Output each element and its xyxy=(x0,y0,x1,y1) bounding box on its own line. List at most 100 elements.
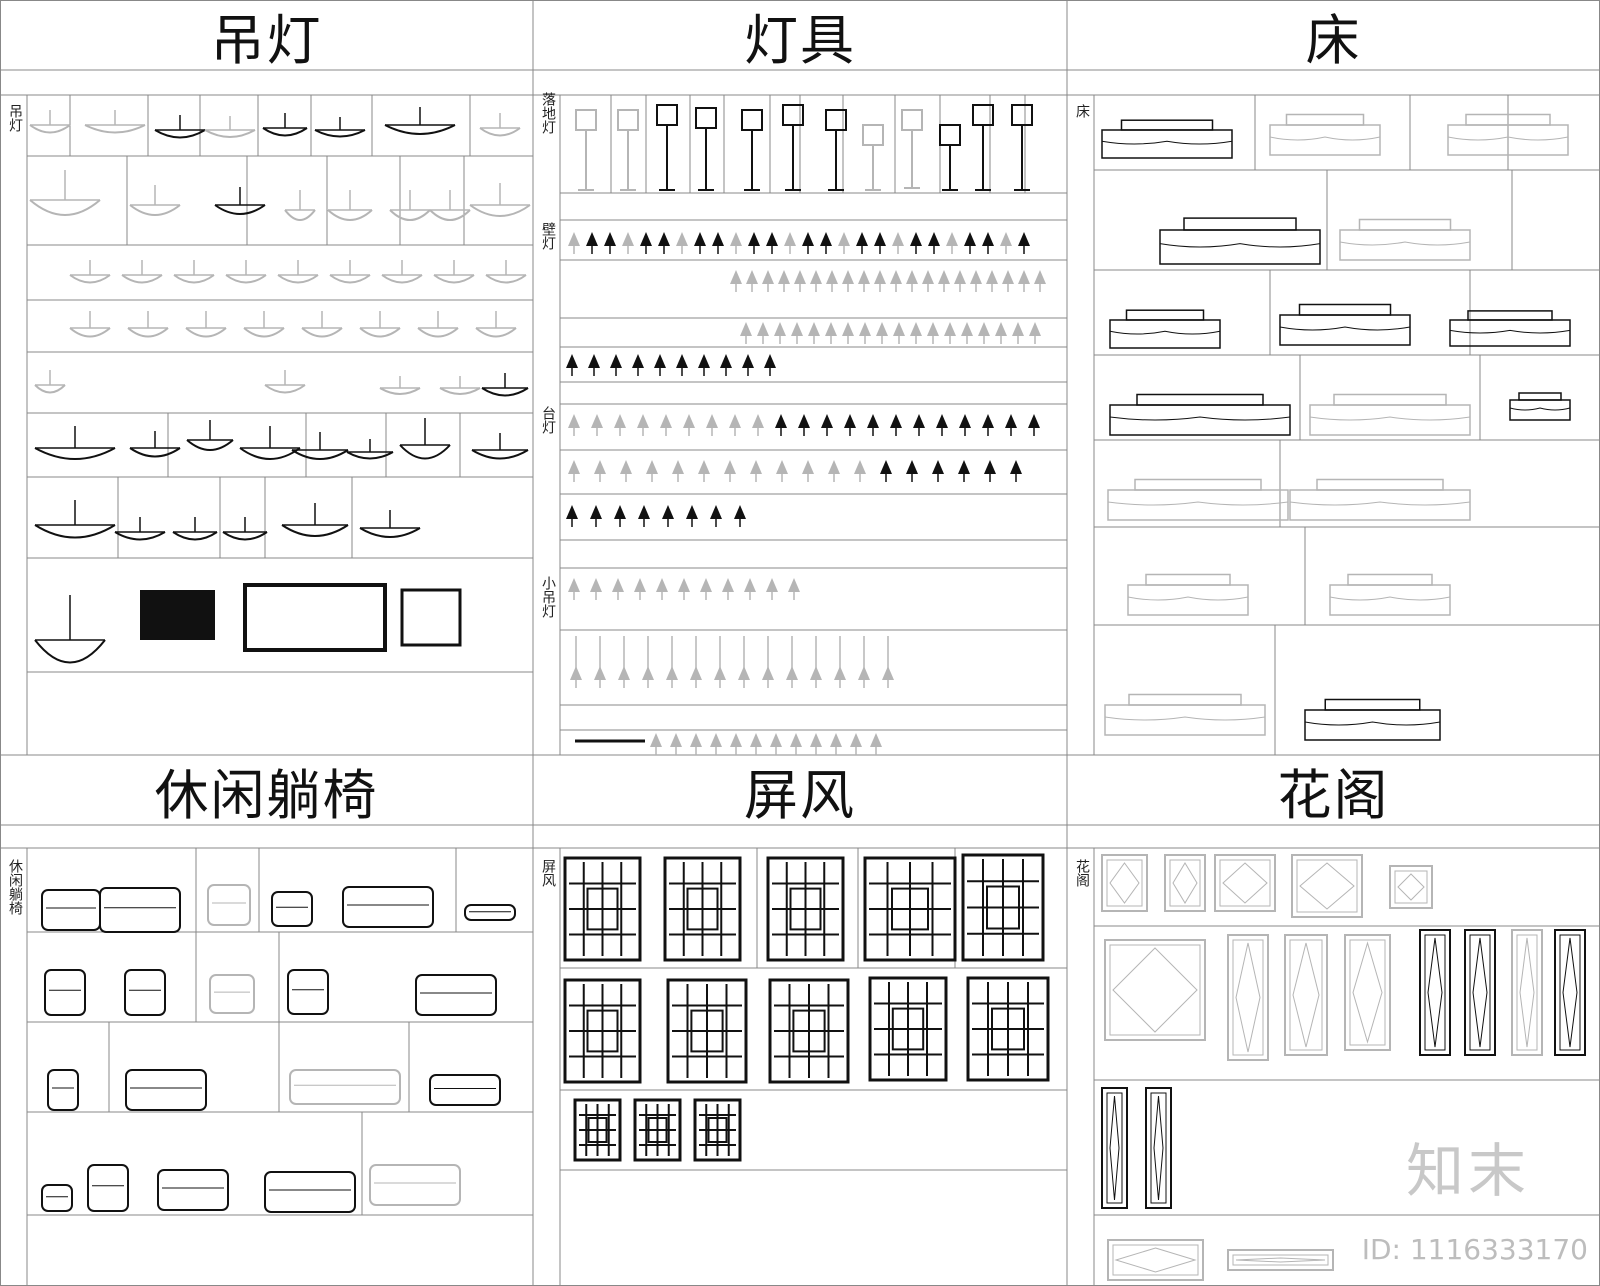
lamp-icon xyxy=(810,270,822,284)
chandelier-icon xyxy=(262,127,308,137)
lamp-icon xyxy=(1029,322,1041,336)
bed-icon xyxy=(1309,416,1471,421)
chandelier-icon xyxy=(186,439,234,451)
screen-icon xyxy=(961,853,1045,962)
lamp-icon xyxy=(1012,322,1024,336)
sofa-icon xyxy=(415,974,497,1016)
lamp-icon xyxy=(778,270,790,284)
panel-lounge-chairs: 休闲躺椅 休闲躺椅 xyxy=(0,755,533,1286)
lattice-icon xyxy=(1419,929,1451,1056)
lamp-icon xyxy=(850,733,862,747)
lamp-icon xyxy=(1010,460,1022,474)
screen-icon xyxy=(891,1007,925,1051)
lamp-icon xyxy=(834,666,846,680)
lamp-icon xyxy=(982,414,994,428)
lamp-icon xyxy=(1005,414,1017,428)
lamp-icon xyxy=(660,414,672,428)
bed-icon xyxy=(1329,596,1451,601)
lamp-icon xyxy=(986,270,998,284)
chandelier-icon xyxy=(301,327,343,338)
lamp-icon xyxy=(690,666,702,680)
lamp-icon xyxy=(890,414,902,428)
screen-icon xyxy=(792,1009,826,1053)
lamp-icon xyxy=(946,232,958,246)
bed-icon xyxy=(1127,596,1249,601)
lamp-icon xyxy=(892,232,904,246)
lattice-icon xyxy=(1397,873,1425,901)
sofa-icon xyxy=(287,969,329,1015)
lattice-icon xyxy=(1554,929,1586,1056)
sofa-icon xyxy=(464,904,516,921)
lamp-icon xyxy=(893,322,905,336)
lamp-icon xyxy=(686,505,698,519)
lattice-icon xyxy=(1472,937,1488,1048)
lamp-icon xyxy=(676,232,688,246)
lamp-icon xyxy=(770,733,782,747)
chandelier-icon xyxy=(69,274,111,284)
lattice-icon xyxy=(1394,870,1428,904)
sofa-icon xyxy=(289,1069,401,1105)
bed-icon xyxy=(1358,218,1452,231)
lamp-icon xyxy=(662,505,674,519)
image-id: ID: 1116333170 xyxy=(1361,1233,1588,1266)
sofa-icon xyxy=(429,1074,501,1106)
lamp-icon xyxy=(712,232,724,246)
panel-lamps: 灯具 落地灯 壁灯 台灯 小吊灯 xyxy=(533,0,1067,755)
panel-lattice: 花阁 花阁 xyxy=(1067,755,1600,1286)
lamp-icon xyxy=(676,354,688,368)
panel-screens: 屏风 屏风 xyxy=(533,755,1067,1286)
lamp-icon xyxy=(568,232,580,246)
lamp-icon xyxy=(622,232,634,246)
lamp-icon xyxy=(672,460,684,474)
chandelier-icon xyxy=(359,327,401,338)
screen-icon xyxy=(563,978,642,1084)
lamp-icon xyxy=(910,322,922,336)
chandelier-icon xyxy=(314,129,366,138)
chandelier-icon xyxy=(34,524,116,539)
chandelier-icon xyxy=(329,274,371,284)
lamp-icon xyxy=(774,322,786,336)
lattice-icon xyxy=(1106,859,1143,907)
lamp-icon xyxy=(890,270,902,284)
lamp-icon xyxy=(746,270,758,284)
lamp-icon xyxy=(830,733,842,747)
screen-icon xyxy=(690,1009,724,1053)
lamp-icon xyxy=(757,322,769,336)
sofa-icon xyxy=(99,887,181,933)
lamp-icon xyxy=(710,505,722,519)
lamp-icon xyxy=(928,232,940,246)
lamp-icon xyxy=(612,578,624,592)
screen-icon xyxy=(768,978,850,1084)
bed-icon xyxy=(1279,326,1411,331)
sofa-icon xyxy=(271,891,313,927)
lattice-icon xyxy=(1114,1247,1197,1273)
lamp-icon xyxy=(729,414,741,428)
lamp-icon xyxy=(820,232,832,246)
lattice-icon xyxy=(1172,862,1198,904)
lamp-icon xyxy=(794,270,806,284)
screen-icon xyxy=(563,856,642,962)
lamp-icon xyxy=(752,414,764,428)
screen-icon xyxy=(707,1117,728,1143)
lamp-icon xyxy=(604,232,616,246)
chandelier-icon xyxy=(399,444,451,460)
lamp-icon xyxy=(802,460,814,474)
screen-icon xyxy=(693,1098,742,1162)
chandelier-icon xyxy=(185,327,227,338)
bed-icon xyxy=(1304,721,1441,726)
panel-title-lamps: 灯具 xyxy=(744,8,856,72)
lamp-icon xyxy=(722,578,734,592)
screen-icon xyxy=(586,1009,619,1053)
bed-icon xyxy=(1120,119,1214,131)
lamp-icon xyxy=(637,414,649,428)
bed-icon xyxy=(1145,573,1231,586)
lamp-icon xyxy=(750,460,762,474)
lattice-icon xyxy=(1299,862,1355,910)
chandelier-icon xyxy=(475,327,517,338)
lamp-icon xyxy=(961,322,973,336)
lamp-icon xyxy=(1002,270,1014,284)
sofa-icon xyxy=(209,974,255,1014)
sofa-icon xyxy=(87,1164,129,1212)
lattice-icon xyxy=(1292,942,1320,1048)
